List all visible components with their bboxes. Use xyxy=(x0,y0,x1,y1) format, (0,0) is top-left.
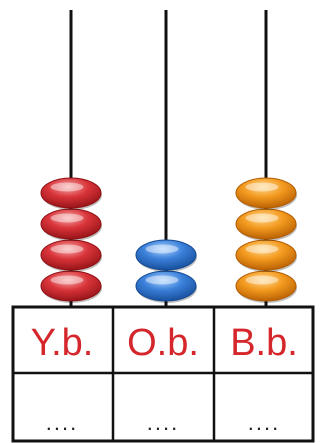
bead-rod-2-1[interactable] xyxy=(136,271,197,303)
bead-rod-1-3[interactable] xyxy=(41,209,102,241)
column-label-ob: O.b. xyxy=(127,322,199,364)
bead-rod-3-3[interactable] xyxy=(236,209,297,241)
bead-rod-3-2[interactable] xyxy=(236,240,297,272)
bead-rod-3-4[interactable] xyxy=(236,178,297,210)
abacus-beads xyxy=(41,178,297,303)
bead-rod-1-1[interactable] xyxy=(41,271,102,303)
answer-blank-bb[interactable]: .... xyxy=(248,410,280,435)
answer-blank-yb[interactable]: .... xyxy=(46,410,78,435)
column-label-yb: Y.b. xyxy=(31,322,94,364)
place-value-table: Y.b. O.b. B.b. .... .... .... xyxy=(13,307,313,441)
bead-rod-2-2[interactable] xyxy=(136,240,197,272)
bead-rod-1-4[interactable] xyxy=(41,178,102,210)
bead-rod-3-1[interactable] xyxy=(236,271,297,303)
column-label-bb: B.b. xyxy=(230,322,298,364)
answer-blank-ob[interactable]: .... xyxy=(147,410,179,435)
bead-rod-1-2[interactable] xyxy=(41,240,102,272)
